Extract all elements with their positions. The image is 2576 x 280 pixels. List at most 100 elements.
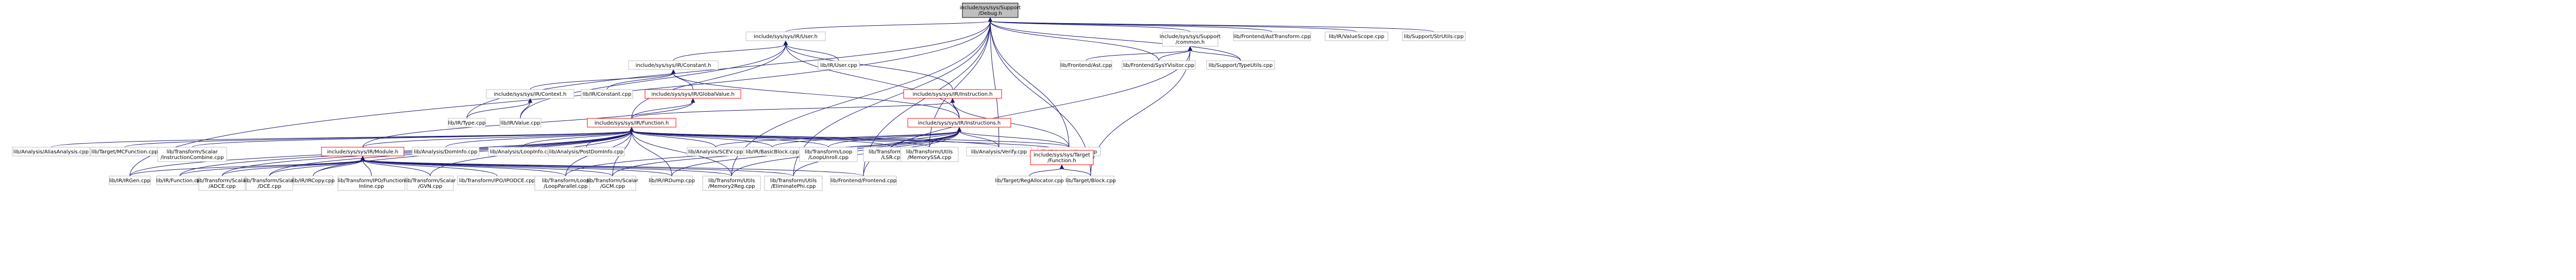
dependency-edge: [362, 159, 864, 177]
file-node-target-function-h[interactable]: include/sys/sys/Target/Function.h: [1030, 150, 1094, 165]
node-label: lib/IR/BasicBlock.cpp: [745, 149, 799, 155]
file-node-ir-module-h[interactable]: include/sys/sys/IR/Module.h: [321, 147, 404, 156]
node-box: [1030, 150, 1094, 165]
file-node-target-regallocator[interactable]: lib/Target/RegAllocator.cpp: [995, 176, 1064, 185]
file-node-transform-scalar-adce[interactable]: lib/Transform/Scalar/ADCE.cpp: [196, 176, 248, 191]
node-box: [412, 147, 480, 156]
file-node-ir-context-h[interactable]: include/sys/sys/IR/Context.h: [486, 89, 574, 99]
node-label: /ADCE.cpp: [209, 184, 236, 189]
dependency-edge: [715, 130, 960, 148]
file-node-ir-function-h[interactable]: include/sys/sys/IR/Function.h: [587, 118, 676, 128]
file-node-frontend-ast-cpp[interactable]: lib/Frontend/Ast.cpp: [1060, 60, 1112, 70]
node-label: lib/Transform/Utils: [708, 178, 755, 184]
file-node-transform-scalar-dce[interactable]: lib/Transform/Scalar/DCE.cpp: [244, 176, 296, 191]
node-label: /Memory2Reg.cpp: [708, 184, 755, 189]
dependency-edge: [785, 44, 839, 61]
file-node-analysis-alias[interactable]: lib/Analysis/AliasAnalysis.cpp: [12, 147, 90, 156]
dependency-edge: [606, 73, 674, 90]
file-node-ir-irgen[interactable]: lib/IR/IRGen.cpp: [109, 176, 151, 185]
file-node-support-type-utils[interactable]: lib/Support/TypeUtils.cpp: [1206, 60, 1275, 70]
node-box: [337, 176, 405, 191]
file-node-ir-basicblock[interactable]: lib/IR/BasicBlock.cpp: [743, 147, 801, 156]
node-label: lib/Transform/Scalar: [244, 178, 295, 184]
dependency-edge: [530, 73, 674, 90]
file-node-analysis-dominfo[interactable]: lib/Analysis/DomInfo.cpp: [412, 147, 480, 156]
node-box: [198, 176, 246, 191]
file-node-analysis-postdominfo[interactable]: lib/Analysis/PostDomInfo.cpp: [548, 147, 625, 156]
file-node-analysis-scev[interactable]: lib/Analysis/SCEV.cpp: [687, 147, 744, 156]
dependency-edge: [362, 159, 431, 177]
file-node-target-block[interactable]: lib/Target/Block.cpp: [1065, 176, 1116, 185]
node-box: [1162, 31, 1218, 47]
node-box: [448, 118, 486, 128]
node-label: lib/Transform/Scalar: [587, 178, 638, 184]
file-node-frontend-ast-transform[interactable]: lib/Frontend/AstTransform.cpp: [1233, 31, 1311, 41]
file-node-support-common-h[interactable]: include/sys/sys/Support/common.h: [1160, 31, 1221, 47]
dependency-edge: [673, 44, 786, 61]
file-node-transform-loop-unroll[interactable]: lib/Transform/Loop/LoopUnroll.cpp: [799, 147, 858, 162]
node-box: [581, 89, 633, 99]
file-node-root[interactable]: include/sys/sys/Support/Debug.h: [960, 3, 1021, 18]
file-node-analysis-verify[interactable]: lib/Analysis/Verify.cpp: [966, 147, 1032, 156]
file-node-ir-constant-cpp[interactable]: lib/IR/Constant.cpp: [581, 89, 633, 99]
file-node-transform-ipo-ipodce[interactable]: lib/Transform/IPO/IPODCE.cpp: [457, 176, 537, 185]
file-node-ir-user-cpp[interactable]: lib/IR/User.cpp: [818, 60, 860, 70]
file-node-transform-scalar-instcombine[interactable]: lib/Transform/Scalar/InstructionCombine.…: [157, 147, 227, 162]
file-node-ir-valuescope[interactable]: lib/IR/ValueScope.cpp: [1325, 31, 1388, 41]
file-node-ir-type-cpp[interactable]: lib/IR/Type.cpp: [448, 118, 486, 128]
dependency-edge: [631, 101, 693, 119]
node-box: [109, 176, 151, 185]
dependency-edge: [192, 130, 632, 148]
node-box: [764, 176, 823, 191]
file-node-transform-scalar-gvn[interactable]: lib/Transform/Scalar/GVN.cpp: [404, 176, 456, 191]
file-node-transform-utils-eliminatephi[interactable]: lib/Transform/Utils/EliminatePhi.cpp: [764, 176, 823, 191]
node-label: lib/Transform/Utils: [906, 149, 953, 155]
file-node-ir-value-cpp[interactable]: lib/IR/Value.cpp: [499, 118, 541, 128]
file-node-transform-utils-memory2reg[interactable]: lib/Transform/Utils/Memory2Reg.cpp: [702, 176, 761, 191]
node-box: [548, 147, 625, 156]
file-node-support-strutils[interactable]: lib/Support/StrUtils.cpp: [1402, 31, 1466, 41]
node-box: [745, 31, 826, 41]
file-node-transform-scalar-gcm[interactable]: lib/Transform/Scalar/GCM.cpp: [587, 176, 639, 191]
file-node-ir-irdump[interactable]: lib/IR/IRDump.cpp: [649, 176, 695, 185]
node-box: [1206, 60, 1275, 70]
node-box: [1122, 60, 1196, 70]
node-label: lib/Analysis/AliasAnalysis.cpp: [13, 149, 89, 155]
file-node-transform-utils-memoryssa[interactable]: lib/Transform/Utils/MemorySSA.cpp: [900, 147, 959, 162]
node-label: lib/Analysis/DomInfo.cpp: [414, 149, 478, 155]
node-label: Inline.cpp: [359, 184, 384, 189]
dependency-edge: [466, 21, 991, 119]
dependency-edge: [269, 159, 363, 177]
file-node-iruser-h[interactable]: include/sys/sys/IR/User.h: [745, 31, 826, 41]
dependency-edge: [362, 130, 632, 148]
file-node-target-mcfunction[interactable]: lib/Target/MCFunction.cpp: [90, 147, 159, 156]
dependency-edge: [631, 130, 732, 177]
file-node-analysis-loopinfo[interactable]: lib/Analysis/LoopInfo.cpp: [488, 147, 556, 156]
file-node-transform-loop-parallel[interactable]: lib/Transform/Loop/LoopParallel.cpp: [534, 176, 597, 191]
file-node-frontend-frontend[interactable]: lib/Frontend/Frontend.cpp: [830, 176, 897, 185]
dependency-edge: [466, 101, 531, 119]
dependency-edge: [631, 130, 1070, 148]
dependency-edge: [362, 159, 672, 177]
node-label: lib/IR/IRGen.cpp: [109, 178, 150, 184]
file-node-ir-globalvalue-h[interactable]: include/sys/sys/IR/GlobalValue.h: [645, 89, 741, 99]
node-label: /DCE.cpp: [258, 184, 281, 189]
node-label: lib/Transform/IPO/Function: [337, 178, 405, 184]
file-node-ir-instructions-h[interactable]: include/sys/sys/IR/Instructions.h: [907, 118, 1011, 128]
file-node-ir-instruction-h[interactable]: include/sys/sys/IR/Instruction.h: [903, 89, 1002, 99]
file-node-frontend-sysy-visitor[interactable]: lib/Frontend/SysYVisitor.cpp: [1122, 60, 1196, 70]
file-node-ir-constant-h[interactable]: include/sys/sys/IR/Constant.h: [628, 60, 719, 70]
node-box: [157, 147, 227, 162]
dependency-edge: [362, 159, 613, 177]
node-box: [321, 147, 404, 156]
file-node-ir-ircopy[interactable]: lib/IR/IRCopy.cpp: [292, 176, 335, 185]
arrowhead: [690, 98, 696, 103]
node-label: lib/Analysis/LoopInfo.cpp: [490, 149, 554, 155]
dependency-edge: [1190, 49, 1241, 61]
dependency-edge: [673, 73, 960, 119]
dependency-edge: [1061, 168, 1091, 177]
dependency-edge: [631, 101, 953, 119]
dependency-edge: [520, 44, 786, 119]
dependency-edge: [313, 159, 363, 177]
